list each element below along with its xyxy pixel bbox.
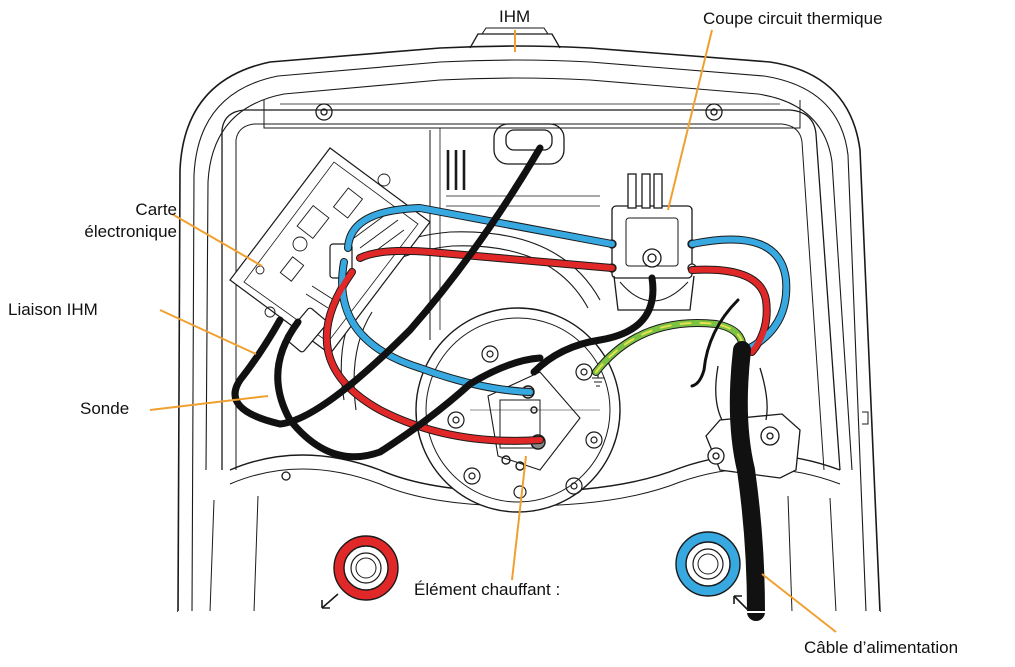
power-cable — [729, 341, 765, 621]
label-board-line2: électronique — [84, 222, 177, 241]
label-heating-element: Élément chauffant : — [414, 580, 561, 599]
wire-blue-board-to-cutout — [345, 205, 615, 251]
leader-ihm-link — [159, 309, 257, 355]
cold-water-inlet — [675, 531, 749, 611]
cable-clamp — [705, 365, 801, 479]
wire-black-cutout-to-element — [530, 274, 657, 376]
wire-green-earth — [593, 320, 746, 375]
label-thermal-cutout: Coupe circuit thermique — [703, 9, 883, 28]
wire-red-board-to-cutout — [357, 247, 615, 271]
wire-black-ihm-link — [231, 144, 544, 428]
label-power-cable: Câble d’alimentation — [804, 638, 959, 657]
wires — [231, 144, 791, 621]
wire-blue-board-to-element — [339, 259, 533, 395]
label-ihm: IHM — [499, 7, 531, 26]
wire-black-loose-end — [690, 298, 740, 388]
heating-element-flange — [415, 307, 621, 513]
label-probe: Sonde — [80, 399, 130, 418]
wire-red-cutout-to-cable — [689, 266, 770, 355]
leader-lines — [149, 29, 837, 633]
label-ihm-link: Liaison IHM — [8, 300, 98, 319]
wire-blue-cutout-to-cable — [689, 236, 790, 355]
wire-red-board-to-element — [323, 269, 543, 444]
leader-thermal-cutout — [667, 29, 713, 211]
wire-black-probe — [274, 318, 544, 461]
leader-probe — [149, 395, 269, 411]
hot-water-outlet — [321, 535, 399, 609]
leader-electronic-board — [171, 213, 263, 267]
leader-power-cable — [761, 573, 837, 633]
leader-heating-element — [511, 455, 527, 581]
label-board-line1: Carte — [135, 200, 177, 219]
